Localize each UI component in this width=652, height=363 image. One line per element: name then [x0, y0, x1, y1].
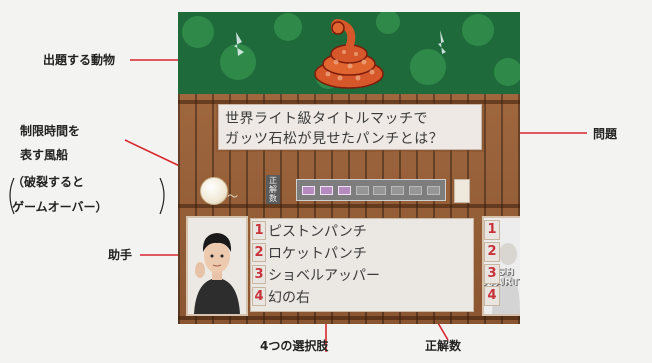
- answer-text-3: ショベルアッパー: [268, 268, 380, 284]
- callout-assistant: 助手: [108, 248, 133, 262]
- timer-balloon: [200, 177, 228, 205]
- player2-number-2: 2: [484, 242, 500, 262]
- answer-number-3: 3: [252, 265, 266, 284]
- answer-number-4: 4: [252, 287, 266, 306]
- correct-pip-5: [373, 185, 387, 195]
- answer-text-2: ロケットパンチ: [268, 246, 367, 262]
- answer-number-1: 1: [252, 221, 266, 240]
- question-line-2: ガッツ石松が見せたパンチとは？: [225, 131, 444, 147]
- answer-text-1: ピストンパンチ: [268, 224, 367, 240]
- correct-count-label: 正解数: [266, 175, 280, 204]
- timer-bracket-right: [159, 177, 165, 215]
- callout-animal: 出題する動物: [43, 53, 116, 67]
- callout-timer-line3: （破裂すると: [12, 175, 85, 189]
- meter-end-cap: [454, 179, 470, 203]
- callout-timer-line2: 表す風船: [20, 148, 69, 162]
- correct-pip-7: [408, 185, 422, 195]
- jungle-background: [178, 12, 520, 94]
- assistant-portrait: [186, 216, 248, 316]
- correct-count-meter: [296, 179, 446, 201]
- callout-timer-line4: ゲームオーバー）: [12, 200, 108, 214]
- correct-pip-1: [302, 185, 316, 195]
- balloon-string: 〜: [227, 190, 238, 203]
- answer-list: [250, 218, 474, 312]
- snake-sprite: [178, 12, 520, 94]
- callout-correct: 正解数: [425, 339, 462, 353]
- correct-pip-4: [355, 185, 369, 195]
- game-screen: 世界ライト級タイトルマッチで ガッツ石松が見せたパンチとは？ 〜 正解数 1 ピ…: [178, 12, 520, 324]
- assistant-avatar: [188, 218, 246, 314]
- callout-choices: 4つの選択肢: [260, 339, 329, 353]
- correct-pip-8: [426, 185, 440, 195]
- player2-number-3: 3: [484, 264, 500, 284]
- correct-pip-6: [391, 185, 405, 195]
- question-panel: 世界ライト級タイトルマッチで ガッツ石松が見せたパンチとは？: [218, 104, 482, 150]
- player2-number-4: 4: [484, 286, 500, 306]
- correct-pip-2: [320, 185, 334, 195]
- answer-text-4: 幻の右: [268, 290, 310, 306]
- player2-number-1: 1: [484, 220, 500, 240]
- callout-timer-line1: 制限時間を: [20, 124, 81, 138]
- callout-question: 問題: [593, 127, 618, 141]
- question-line-1: 世界ライト級タイトルマッチで: [225, 111, 428, 127]
- answer-number-2: 2: [252, 243, 266, 262]
- correct-pip-3: [337, 185, 351, 195]
